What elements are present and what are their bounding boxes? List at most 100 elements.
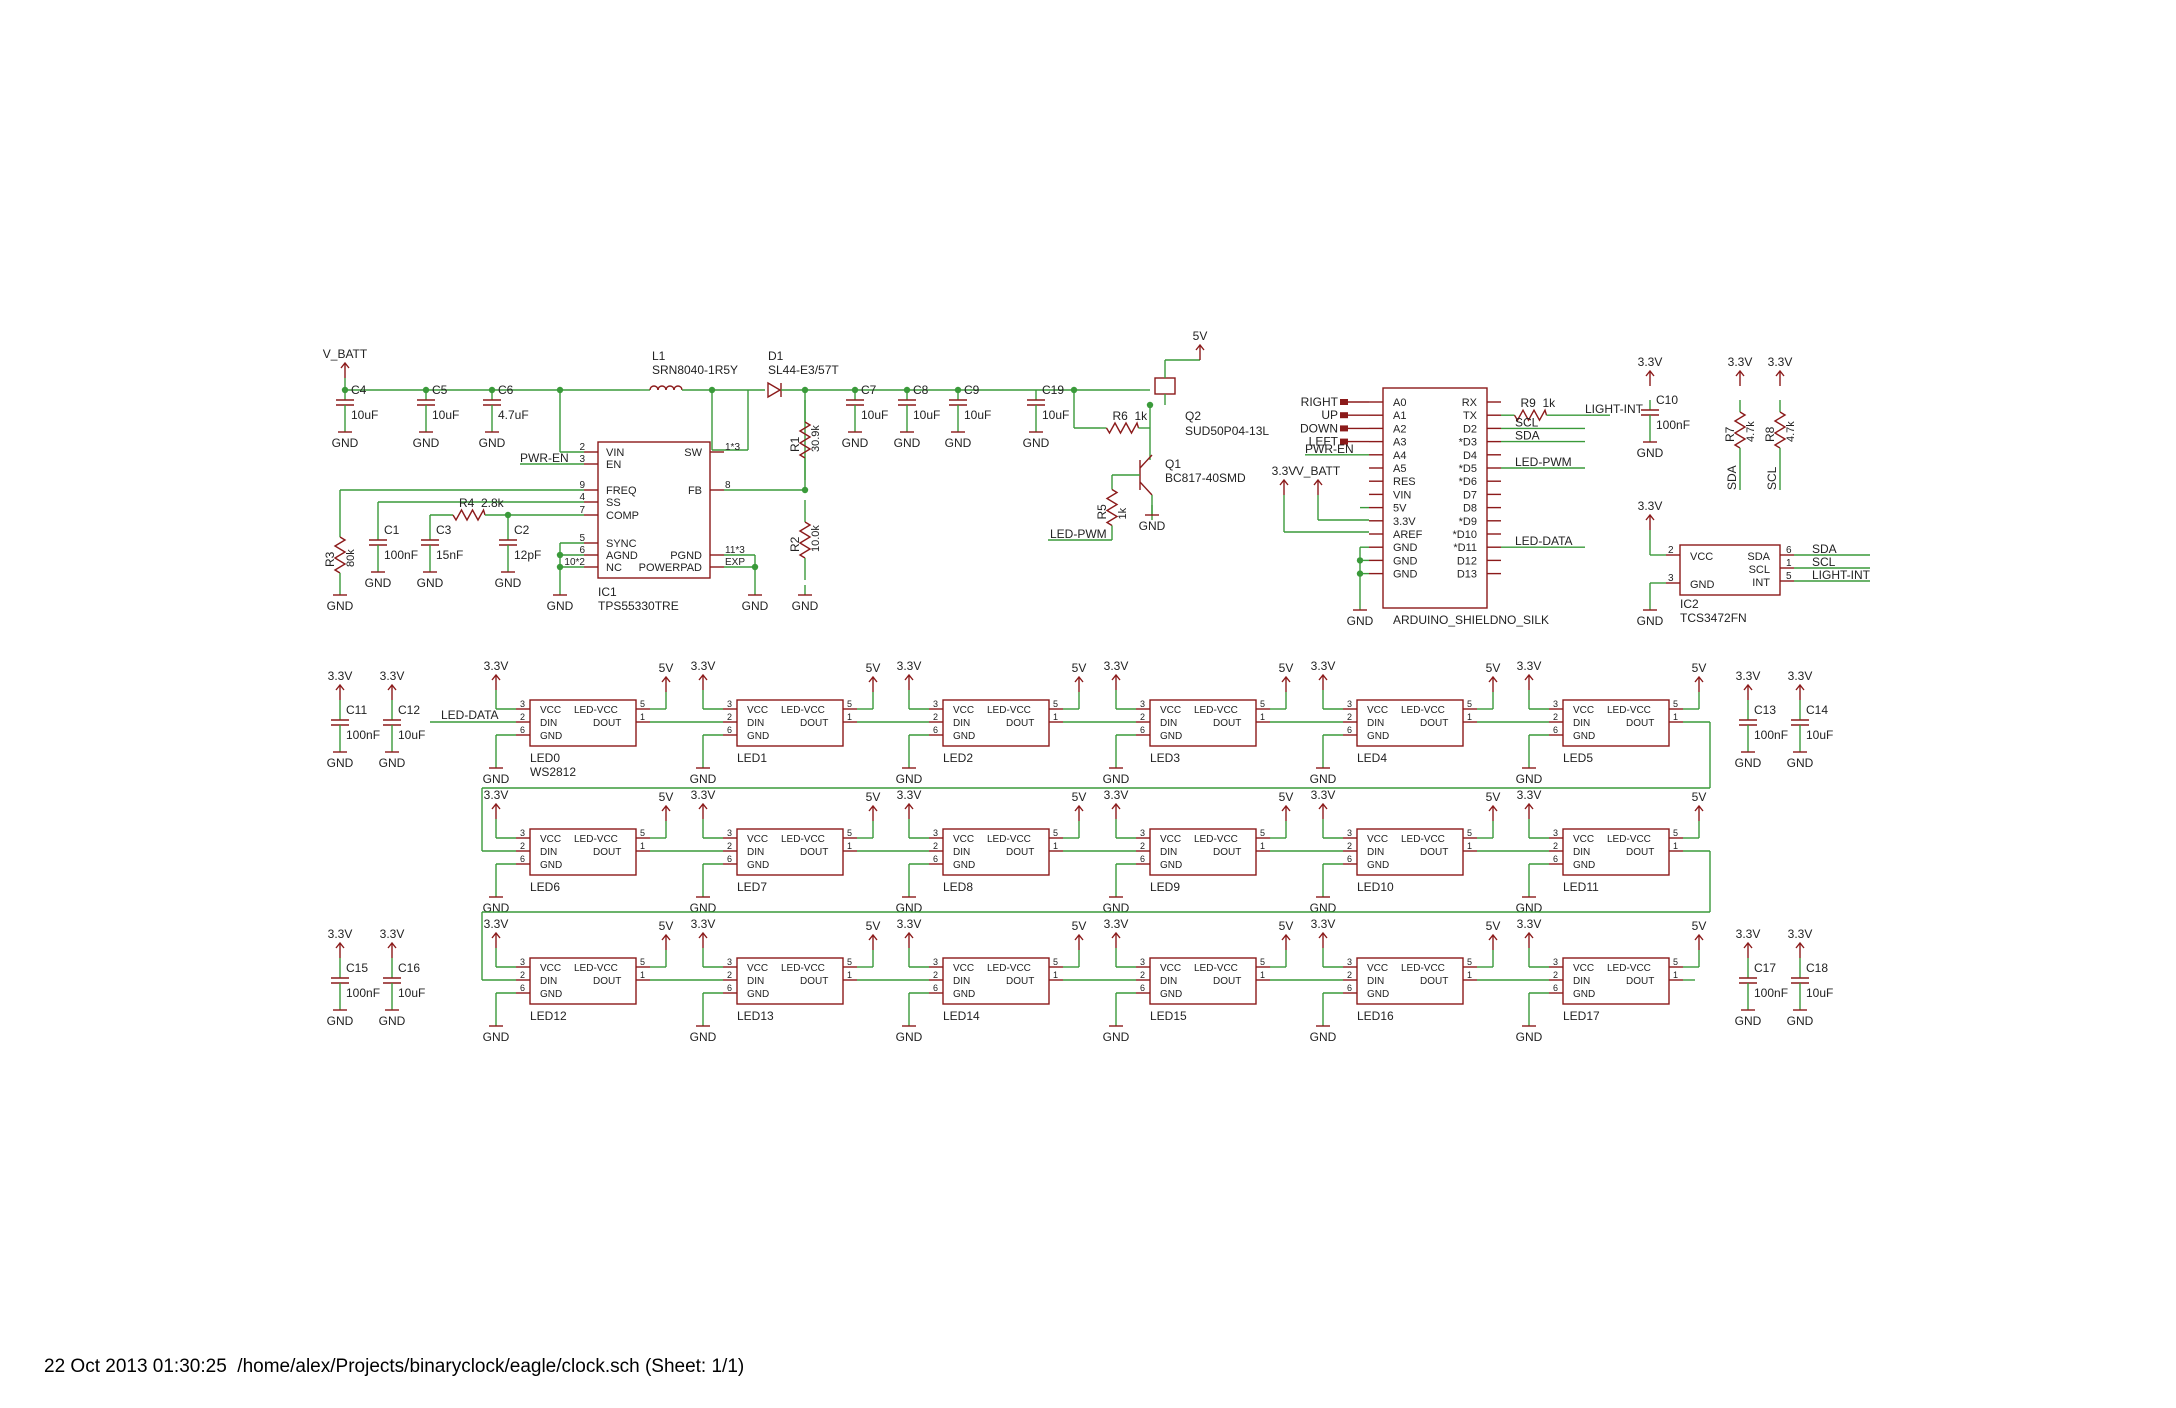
- supply-arrow: [1281, 933, 1291, 941]
- inductor-coil: [649, 385, 659, 391]
- gnd-label: GND: [1103, 901, 1130, 915]
- gnd-label: GND: [945, 436, 972, 450]
- ic1-pin-name: EN: [606, 459, 621, 471]
- led-pin-name: LED-VCC: [781, 705, 825, 716]
- led-pin-num: 5: [847, 957, 852, 967]
- led-data-label: LED-DATA: [441, 708, 499, 722]
- led-pin-name: DOUT: [800, 847, 828, 858]
- led-pin-num: 5: [1673, 957, 1678, 967]
- gnd-label: GND: [1787, 756, 1814, 770]
- supply-arrow: [868, 675, 878, 683]
- led-ref: LED12: [530, 1009, 567, 1023]
- led-pin-num: 3: [727, 699, 732, 709]
- led-pin-name: GND: [953, 731, 975, 742]
- led-body: [1356, 699, 1464, 747]
- supply-arrow: [1488, 933, 1498, 941]
- ic1-body: [597, 441, 711, 579]
- arduino-pin-left: RES: [1393, 476, 1416, 488]
- led-pin-num: 3: [727, 828, 732, 838]
- led-ref: LED10: [1357, 880, 1394, 894]
- supply-arrow: [491, 802, 501, 810]
- cap-value: 100nF: [1754, 986, 1788, 1000]
- supply-label: 3.3V: [1728, 355, 1753, 369]
- supply-label: 3.3V: [1517, 788, 1542, 802]
- button-label: UP: [1321, 408, 1338, 422]
- supply-arrow: [868, 804, 878, 812]
- led-ref: LED13: [737, 1009, 774, 1023]
- button-label: DOWN: [1300, 421, 1338, 435]
- cap-ref: C11: [346, 703, 367, 717]
- ic1-pin-name: SS: [606, 497, 621, 509]
- led-pin-name: GND: [1367, 860, 1389, 871]
- led-pin-name: DIN: [1573, 847, 1590, 858]
- supply-arrow: [335, 941, 345, 949]
- ic2-ref: IC2: [1680, 597, 1699, 611]
- cap-ref: C14: [1806, 703, 1828, 717]
- led-pin-name: DIN: [747, 847, 764, 858]
- ic2-pin-name: SDA: [1747, 551, 1770, 563]
- led-pin-num: 1: [1260, 970, 1265, 980]
- supply-arrow: [1195, 343, 1205, 351]
- resistor-body: [1773, 411, 1787, 449]
- led-pin-name: GND: [540, 860, 562, 871]
- led-pin-num: 6: [520, 725, 525, 735]
- led-pin-num: 5: [640, 957, 645, 967]
- supply-label: 3.3V: [1788, 927, 1813, 941]
- supply-label: 3.3V: [1768, 355, 1793, 369]
- ic1-ref: IC1: [598, 585, 617, 599]
- inductor-ref: L1: [652, 349, 666, 363]
- sda-label: SDA: [1515, 429, 1540, 443]
- led-pin-num: 3: [933, 828, 938, 838]
- led-pin-num: 2: [520, 712, 525, 722]
- gnd-label: GND: [1023, 436, 1050, 450]
- led-pin-name: DOUT: [593, 718, 621, 729]
- led-pin-name: VCC: [1367, 705, 1388, 716]
- diode-ref: D1: [768, 349, 784, 363]
- supply-arrow: [387, 941, 397, 949]
- cap-ref: C1: [384, 523, 400, 537]
- led-body: [1562, 957, 1670, 1005]
- ic1-pin-name: COMP: [606, 510, 639, 522]
- led-pin-num: 2: [1140, 970, 1145, 980]
- resistor-body: [798, 521, 812, 559]
- led-pin-num: 6: [520, 854, 525, 864]
- supply-label: 3.3V: [380, 927, 405, 941]
- arduino-pin-left: A1: [1393, 410, 1406, 422]
- cap-ref: C6: [498, 383, 514, 397]
- led-pin-num: 6: [1553, 725, 1558, 735]
- led-pin-name: GND: [1367, 989, 1389, 1000]
- cap-ref: C4: [351, 383, 367, 397]
- supply-arrow: [1074, 933, 1084, 941]
- led-pin-num: 2: [1553, 841, 1558, 851]
- diode-body: [767, 381, 782, 399]
- led-pin-name: DIN: [953, 847, 970, 858]
- supply-arrow: [1743, 941, 1753, 949]
- led-pin-num: 2: [1347, 970, 1352, 980]
- supply-arrow: [1524, 673, 1534, 681]
- res-ref: R8: [1763, 426, 1777, 442]
- led-pin-name: VCC: [747, 963, 768, 974]
- led-pin-num: 1: [847, 712, 852, 722]
- button-label: RIGHT: [1301, 395, 1339, 409]
- supply-arrow: [1645, 513, 1655, 521]
- pwr-en-label: PWR-EN: [520, 451, 569, 465]
- supply-label: 3.3V: [897, 659, 922, 673]
- led-pin-name: VCC: [747, 834, 768, 845]
- led-body: [736, 699, 844, 747]
- ic2-pin-num: 5: [1786, 571, 1792, 582]
- led-pin-name: GND: [1573, 860, 1595, 871]
- led-pin-name: GND: [540, 989, 562, 1000]
- ic1-pin-num: 8: [725, 480, 731, 491]
- res-value: 30.9k: [810, 425, 822, 452]
- arduino-pin-right: *D6: [1459, 476, 1477, 488]
- led-pin-name: GND: [953, 860, 975, 871]
- arduino-pin-right: D13: [1457, 569, 1477, 581]
- gnd-label: GND: [365, 576, 392, 590]
- led-pin-num: 5: [1467, 957, 1472, 967]
- led-body: [1356, 828, 1464, 876]
- gnd-label: GND: [479, 436, 506, 450]
- led-pin-num: 6: [1553, 983, 1558, 993]
- led-pin-name: DOUT: [1420, 847, 1448, 858]
- inductor-coil: [673, 385, 683, 391]
